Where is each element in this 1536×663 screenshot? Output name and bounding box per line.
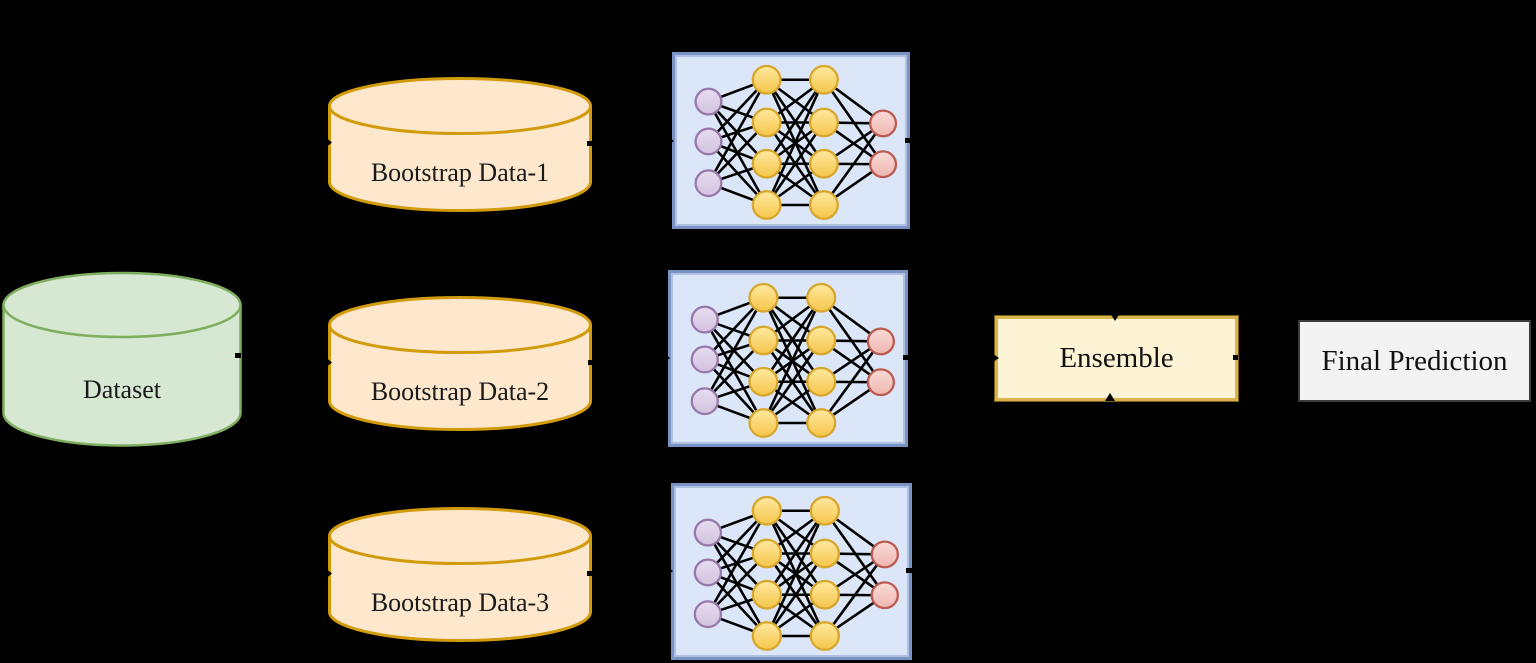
hidden2-node [806, 325, 837, 356]
arrowhead-icon [325, 568, 332, 579]
connector-stub [903, 355, 909, 360]
hidden2-node [809, 579, 841, 610]
output-node [866, 327, 896, 356]
hidden2-node [808, 107, 839, 138]
arrowhead-icon [325, 137, 332, 148]
hidden2-node [809, 538, 841, 569]
output-node [870, 581, 899, 610]
input-node [694, 87, 723, 116]
hidden1-node [748, 282, 779, 313]
connector-stub [1233, 355, 1238, 360]
bootstrap-cylinder-2: Bootstrap Data-2 [328, 296, 592, 431]
final-prediction-label: Final Prediction [1321, 344, 1508, 377]
output-node [866, 368, 896, 397]
hidden2-node [806, 366, 837, 397]
final-prediction-box: Final Prediction [1298, 320, 1531, 402]
hidden2-node [808, 64, 839, 95]
input-node [690, 345, 719, 374]
hidden2-node [808, 148, 839, 179]
hidden1-node [751, 579, 783, 610]
bootstrap-3-label: Bootstrap Data-3 [371, 588, 549, 617]
bootstrap-2-label: Bootstrap Data-2 [371, 377, 549, 406]
input-node [693, 600, 723, 629]
hidden1-node [751, 495, 783, 526]
input-node [694, 169, 723, 198]
arrowhead-icon [325, 357, 332, 368]
hidden2-node [806, 282, 837, 313]
hidden2-node [806, 408, 837, 438]
dataset-label: Dataset [83, 375, 162, 404]
connector-stub [587, 141, 593, 146]
output-node [869, 109, 898, 138]
neural-network-2-graph [690, 282, 896, 438]
hidden2-node [809, 621, 841, 651]
neural-network-2 [668, 270, 908, 447]
hidden1-node [748, 408, 779, 438]
connector-stub [235, 353, 241, 358]
input-node [693, 518, 723, 547]
hidden1-node [748, 325, 779, 356]
dataset-cylinder: Dataset [2, 271, 242, 447]
connector-stub [588, 360, 594, 365]
arrowhead-icon [990, 352, 999, 364]
ensemble-label: Ensemble [1059, 342, 1174, 374]
neural-network-1-graph [694, 64, 898, 220]
arrowhead-icon [666, 135, 674, 147]
input-node [694, 127, 723, 156]
hidden2-node [808, 190, 839, 220]
hidden1-node [751, 621, 783, 651]
bootstrap-cylinder-1: Bootstrap Data-1 [328, 77, 592, 212]
input-node [693, 558, 723, 587]
neural-network-3 [671, 483, 912, 660]
input-node [690, 305, 719, 334]
arrowhead-icon [665, 565, 673, 577]
arrowhead-icon [1105, 393, 1115, 401]
hidden1-node [751, 538, 783, 569]
input-node [690, 387, 719, 416]
ensemble-box: Ensemble [994, 315, 1239, 402]
hidden1-node [751, 64, 782, 95]
hidden1-node [748, 366, 779, 397]
output-node [870, 540, 899, 569]
bootstrap-cylinder-3: Bootstrap Data-3 [328, 507, 592, 642]
arrowhead-icon [1110, 313, 1120, 321]
neural-network-3-graph [693, 495, 899, 651]
arrowhead-icon [662, 352, 670, 364]
hidden1-node [751, 190, 782, 220]
hidden1-node [751, 107, 782, 138]
connector-stub [906, 568, 912, 573]
neural-network-1 [672, 52, 910, 229]
output-node [869, 150, 898, 179]
connector-stub [905, 138, 911, 143]
connector-stub [587, 571, 593, 576]
bootstrap-1-label: Bootstrap Data-1 [371, 158, 549, 187]
hidden1-node [751, 148, 782, 179]
hidden2-node [809, 495, 841, 526]
